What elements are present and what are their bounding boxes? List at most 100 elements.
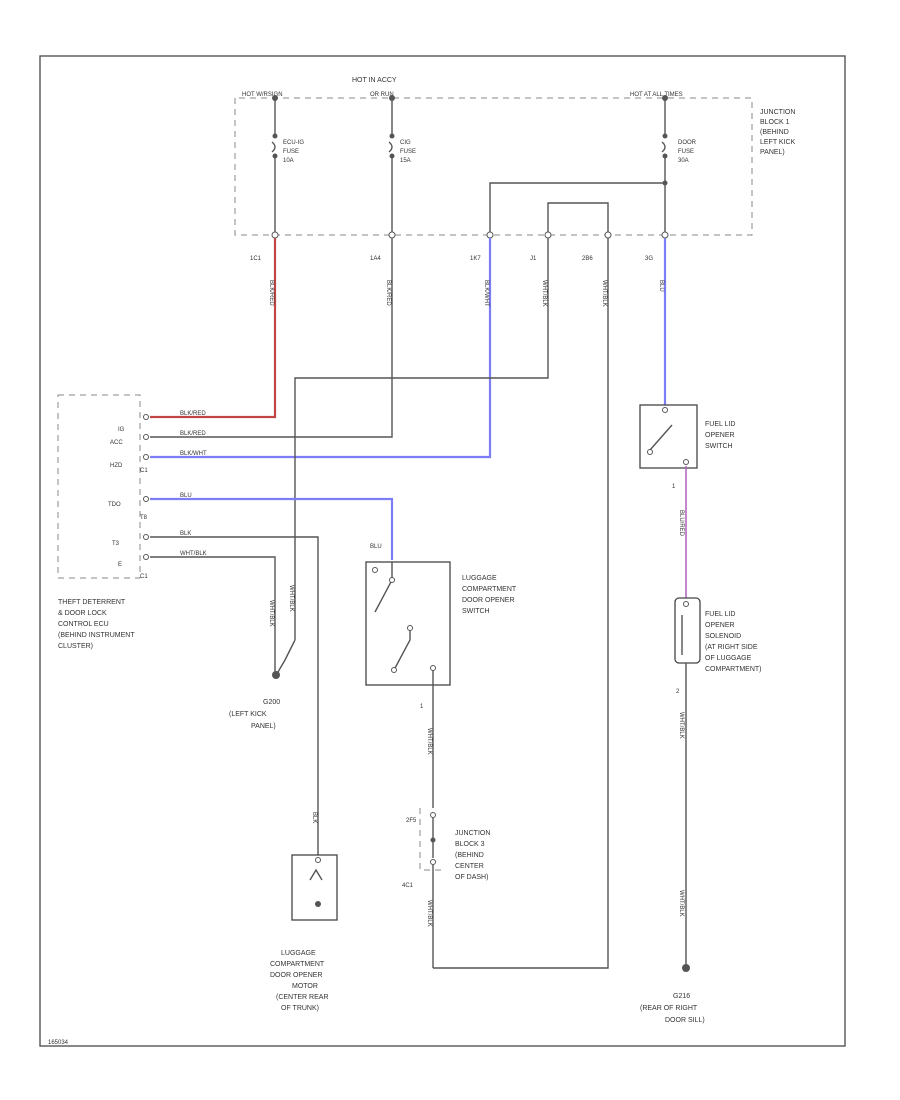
svg-text:MOTOR: MOTOR bbox=[292, 983, 318, 990]
svg-text:BLK/RED: BLK/RED bbox=[180, 431, 206, 437]
ground-g216: G216 (REAR OF RIGHT DOOR SILL) bbox=[640, 964, 705, 1024]
svg-text:1: 1 bbox=[672, 484, 676, 490]
svg-text:2: 2 bbox=[676, 689, 680, 695]
ground-g200: WHT/BLK WHT/BLK G200 (LEFT KICK PANEL) bbox=[229, 585, 296, 730]
luggage-opener-switch: BLU LUGGAGE COMPARTMENT DOOR OPENER SWIT… bbox=[365, 544, 517, 755]
svg-text:(BEHIND INSTRUMENT: (BEHIND INSTRUMENT bbox=[58, 632, 135, 639]
svg-text:(CENTER REAR: (CENTER REAR bbox=[276, 994, 329, 1001]
luggage-opener-motor: BLK LUGGAGE COMPARTMENT DOOR OPENER MOTO… bbox=[270, 812, 338, 1012]
fuel-switch-label: FUEL LID OPENER SWITCH bbox=[705, 421, 735, 450]
jb1-feed-right: HOT AT ALL TIMES bbox=[630, 92, 683, 98]
svg-text:G216: G216 bbox=[673, 993, 690, 1000]
svg-text:BLU: BLU bbox=[370, 544, 382, 550]
fuse-cig: CIG FUSE 15A bbox=[388, 98, 416, 235]
svg-text:1: 1 bbox=[420, 704, 424, 710]
svg-text:ECU-IG: ECU-IG bbox=[283, 140, 304, 146]
svg-text:WHT/BLK: WHT/BLK bbox=[426, 728, 432, 755]
wire-k7: BLK/WHT bbox=[150, 238, 492, 459]
svg-text:E: E bbox=[118, 562, 122, 568]
svg-text:WHT/BLK: WHT/BLK bbox=[180, 551, 207, 557]
svg-text:CENTER: CENTER bbox=[455, 863, 484, 870]
svg-text:& DOOR LOCK: & DOOR LOCK bbox=[58, 610, 107, 617]
svg-text:CIG: CIG bbox=[400, 140, 411, 146]
jb1-label: JUNCTION BLOCK 1 (BEHIND LEFT KICK PANEL… bbox=[760, 109, 796, 156]
svg-text:COMPARTMENT: COMPARTMENT bbox=[462, 586, 517, 593]
svg-text:3G: 3G bbox=[645, 256, 653, 262]
wire-cig: BLK/RED bbox=[150, 238, 393, 438]
jb1-header: HOT IN ACCY bbox=[352, 77, 397, 84]
svg-text:(LEFT KICK: (LEFT KICK bbox=[229, 711, 267, 718]
svg-text:WHT/BLK: WHT/BLK bbox=[541, 280, 547, 307]
svg-text:WHT/BLK: WHT/BLK bbox=[601, 280, 607, 307]
luggage-switch-label: LUGGAGE COMPARTMENT DOOR OPENER SWITCH bbox=[462, 575, 517, 615]
svg-text:(BEHIND: (BEHIND bbox=[455, 852, 484, 859]
svg-text:OF LUGGAGE: OF LUGGAGE bbox=[705, 655, 752, 662]
svg-text:4C1: 4C1 bbox=[402, 883, 414, 889]
svg-text:OF DASH): OF DASH) bbox=[455, 874, 488, 881]
svg-text:DOOR OPENER: DOOR OPENER bbox=[462, 597, 515, 604]
svg-text:THEFT DETERRENT: THEFT DETERRENT bbox=[58, 599, 126, 606]
svg-text:DOOR SILL): DOOR SILL) bbox=[665, 1017, 705, 1024]
svg-text:FUSE: FUSE bbox=[400, 149, 416, 155]
svg-text:T8: T8 bbox=[140, 515, 148, 521]
svg-text:DOOR: DOOR bbox=[678, 140, 697, 146]
svg-text:COMPARTMENT: COMPARTMENT bbox=[270, 961, 325, 968]
svg-text:BLK: BLK bbox=[180, 531, 191, 537]
diagram-code: 165034 bbox=[48, 1040, 69, 1046]
svg-text:1C1: 1C1 bbox=[250, 256, 262, 262]
svg-text:SWITCH: SWITCH bbox=[462, 608, 490, 615]
svg-text:10A: 10A bbox=[283, 158, 294, 164]
svg-text:FUSE: FUSE bbox=[678, 149, 694, 155]
svg-text:BLK/RED: BLK/RED bbox=[385, 280, 391, 306]
svg-text:BLU: BLU bbox=[658, 280, 664, 292]
wire-g3: BLU bbox=[658, 238, 667, 405]
jb3-label: JUNCTION BLOCK 3 (BEHIND CENTER OF DASH) bbox=[455, 830, 490, 881]
theft-deterrent-ecu: IG ACC HZD C1 TDO T8 T3 E C1 BLK/RED BLK… bbox=[57, 394, 207, 650]
svg-text:BLU: BLU bbox=[180, 493, 192, 499]
svg-text:SOLENOID: SOLENOID bbox=[705, 633, 741, 640]
svg-text:FUEL LID: FUEL LID bbox=[705, 421, 735, 428]
svg-text:ACC: ACC bbox=[110, 440, 123, 446]
svg-text:BLU/RED: BLU/RED bbox=[678, 510, 684, 537]
svg-text:15A: 15A bbox=[400, 158, 411, 164]
svg-text:HZD: HZD bbox=[110, 463, 123, 469]
svg-text:SWITCH: SWITCH bbox=[705, 443, 733, 450]
svg-text:CLUSTER): CLUSTER) bbox=[58, 643, 93, 650]
svg-text:JUNCTION: JUNCTION bbox=[760, 109, 795, 116]
svg-text:LUGGAGE: LUGGAGE bbox=[462, 575, 497, 582]
svg-text:1A4: 1A4 bbox=[370, 256, 381, 262]
svg-text:CONTROL ECU: CONTROL ECU bbox=[58, 621, 109, 628]
fuse-ecu-ig: ECU-IG FUSE 10A bbox=[271, 98, 304, 235]
svg-text:2F5: 2F5 bbox=[406, 818, 417, 824]
fuel-lid-opener-solenoid: FUEL LID OPENER SOLENOID (AT RIGHT SIDE … bbox=[674, 597, 762, 917]
svg-text:OPENER: OPENER bbox=[705, 622, 735, 629]
svg-text:C1: C1 bbox=[140, 468, 148, 474]
svg-text:FUSE: FUSE bbox=[283, 149, 299, 155]
svg-text:(REAR OF RIGHT: (REAR OF RIGHT bbox=[640, 1005, 698, 1012]
svg-text:COMPARTMENT): COMPARTMENT) bbox=[705, 666, 762, 673]
svg-text:WHT/BLK: WHT/BLK bbox=[268, 600, 274, 627]
svg-text:BLOCK 3: BLOCK 3 bbox=[455, 841, 485, 848]
svg-text:J1: J1 bbox=[530, 256, 537, 262]
svg-text:1K7: 1K7 bbox=[470, 256, 481, 262]
svg-text:(BEHIND: (BEHIND bbox=[760, 129, 789, 136]
svg-text:JUNCTION: JUNCTION bbox=[455, 830, 490, 837]
svg-text:BLK/WHT: BLK/WHT bbox=[180, 451, 207, 457]
jb1-pins: 1C1 1A4 1K7 J1 2B6 3G bbox=[250, 231, 669, 262]
svg-text:BLK/RED: BLK/RED bbox=[180, 411, 206, 417]
fuel-lid-opener-switch: FUEL LID OPENER SWITCH 1 BLU/RED bbox=[639, 404, 735, 537]
svg-text:PANEL): PANEL) bbox=[760, 149, 785, 156]
fuse-door: DOOR FUSE 30A bbox=[661, 98, 697, 235]
svg-text:LEFT KICK: LEFT KICK bbox=[760, 139, 796, 146]
svg-text:LUGGAGE: LUGGAGE bbox=[281, 950, 316, 957]
svg-text:2B6: 2B6 bbox=[582, 256, 593, 262]
svg-text:BLOCK 1: BLOCK 1 bbox=[760, 119, 790, 126]
svg-text:TDO: TDO bbox=[108, 502, 121, 508]
junction-block-3: 2F5 4C1 JUNCTION BLOCK 3 (BEHIND CENTER … bbox=[402, 808, 490, 927]
ecu-label: THEFT DETERRENT & DOOR LOCK CONTROL ECU … bbox=[58, 599, 135, 650]
svg-text:DOOR OPENER: DOOR OPENER bbox=[270, 972, 323, 979]
svg-text:WHT/BLK: WHT/BLK bbox=[678, 890, 684, 917]
wire-b6: WHT/BLK bbox=[433, 238, 609, 969]
motor-label: LUGGAGE COMPARTMENT DOOR OPENER MOTOR (C… bbox=[270, 950, 329, 1012]
